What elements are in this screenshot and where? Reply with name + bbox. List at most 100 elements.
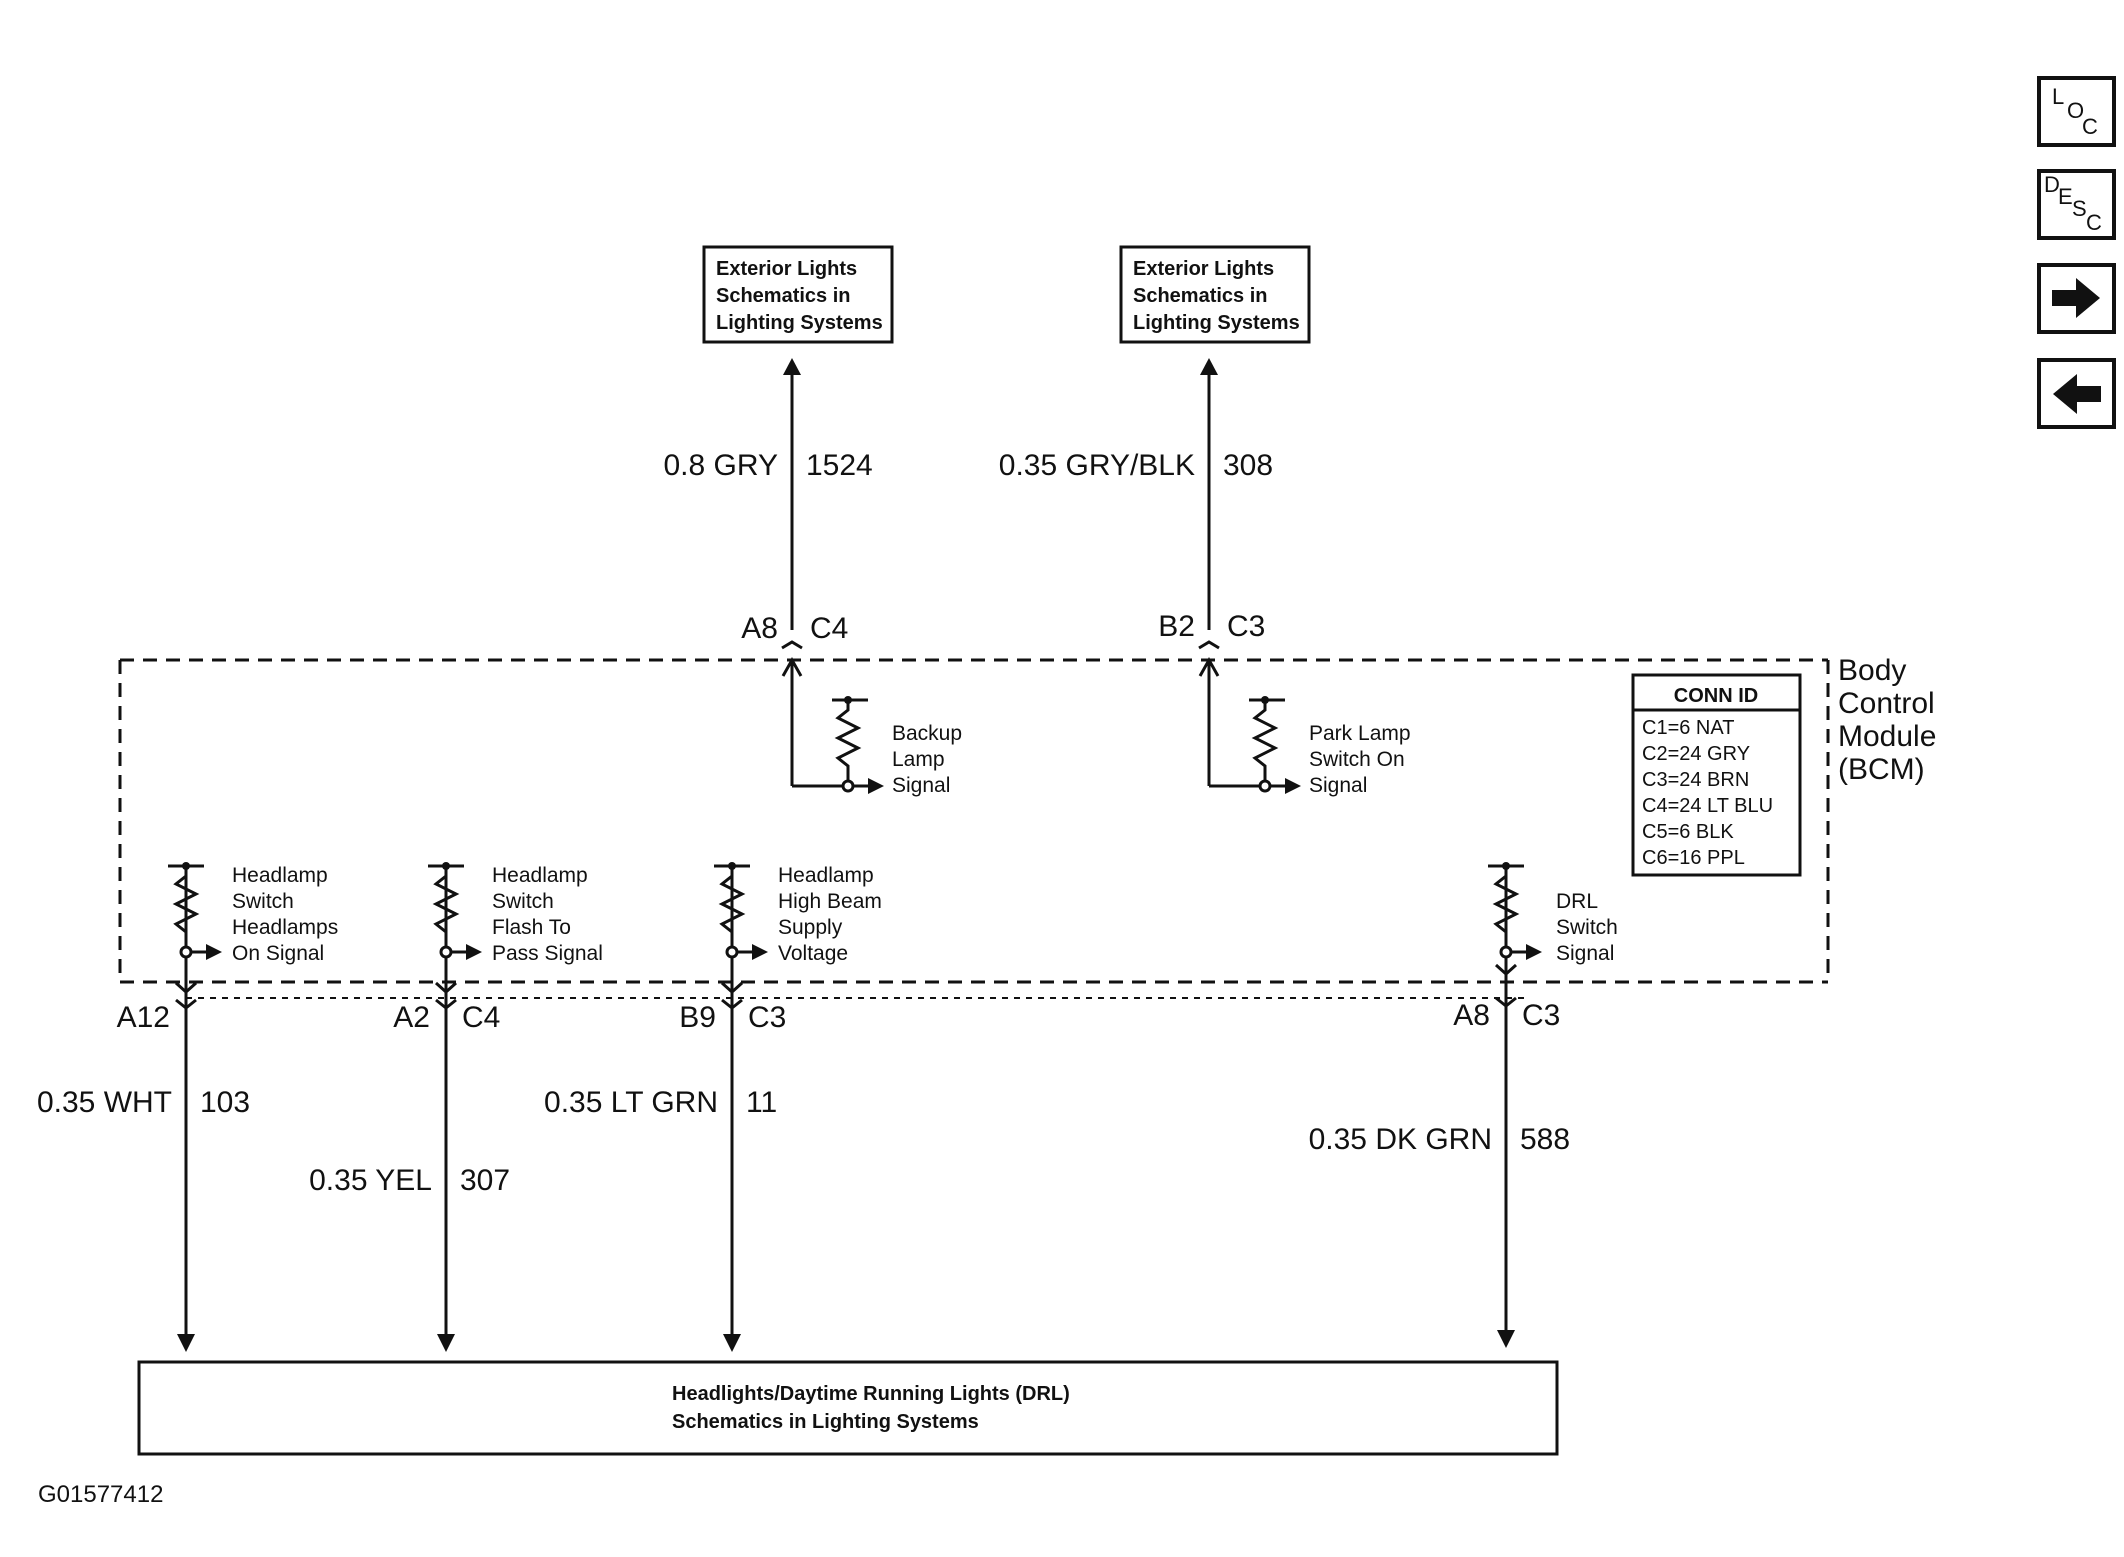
connector-label: C3 [1227,610,1265,643]
wire-flash-to-pass: A2 C4 0.35 YEL 307 [309,866,510,1352]
pin-label: A2 [393,1001,430,1034]
circuit-number: 103 [200,1086,250,1119]
headlamps-on-pullup [168,862,222,960]
conn-id-row: C6=16 PPL [1642,847,1745,869]
pin-label: A8 [741,612,778,645]
box-line: Lighting Systems [1133,312,1300,334]
pin-label: A8 [1453,999,1490,1032]
wire-gauge-color: 0.35 LT GRN [544,1086,718,1119]
wire-gauge-color: 0.35 GRY/BLK [999,449,1195,482]
wire-gauge-color: 0.35 WHT [37,1086,172,1119]
module-name-line: Module [1838,720,1936,753]
drl-switch-pullup [1488,862,1542,960]
signal-line: Switch [492,890,554,913]
headlamps-on-signal-label: Headlamp Switch Headlamps On Signal [232,864,338,965]
conn-id-title: CONN ID [1674,685,1758,707]
box-line: Headlights/Daytime Running Lights (DRL) [672,1383,1070,1405]
signal-line: On Signal [232,942,324,965]
signal-line: DRL [1556,890,1598,913]
high-beam-supply-pullup [714,862,768,960]
connector-label: C4 [462,1001,500,1034]
box-line: Exterior Lights [1133,258,1274,280]
exterior-lights-box-right: Exterior Lights Schematics in Lighting S… [1119,245,1311,344]
wire-high-beam-supply: B9 C3 0.35 LT GRN 11 [544,866,786,1352]
desc-button[interactable]: D E S C [2037,169,2116,240]
signal-line: Park Lamp [1309,722,1411,745]
desc-letter: S [2072,196,2087,221]
backup-lamp-signal-label: Backup Lamp Signal [892,722,962,797]
conn-id-row: C2=24 GRY [1642,743,1750,765]
signal-line: Headlamp [778,864,874,887]
park-lamp-pullup [1249,696,1301,794]
signal-line: Supply [778,916,843,939]
exterior-lights-box-left: Exterior Lights Schematics in Lighting S… [702,245,894,344]
connector-label: C3 [748,1001,786,1034]
connector-label: C3 [1522,999,1560,1032]
wire-park-lamp: 0.35 GRY/BLK 308 B2 C3 [999,358,1277,788]
bcm-module-outline [118,658,1830,999]
pin-label: B9 [679,1001,716,1034]
signal-line: Switch [1556,916,1618,939]
wire-gauge-color: 0.35 YEL [309,1164,432,1197]
conn-id-row: C1=6 NAT [1642,717,1734,739]
circuit-number: 308 [1223,449,1273,482]
circuit-number: 11 [746,1086,777,1119]
circuit-number: 1524 [806,449,873,482]
signal-line: Headlamp [492,864,588,887]
box-line: Schematics in [1133,285,1268,307]
signal-line: Signal [892,774,950,797]
box-line: Exterior Lights [716,258,857,280]
box-line: Schematics in [716,285,851,307]
conn-id-row: C4=24 LT BLU [1642,795,1773,817]
backup-lamp-pullup [832,696,884,794]
signal-line: Flash To [492,916,571,939]
desc-letter: C [2086,210,2102,235]
flash-to-pass-pullup [428,862,482,960]
signal-line: Switch [232,890,294,913]
desc-letter: D [2044,172,2060,197]
previous-button[interactable] [2037,358,2116,429]
box-line: Lighting Systems [716,312,883,334]
drl-switch-signal-label: DRL Switch Signal [1556,890,1618,965]
signal-line: Lamp [892,748,945,771]
signal-line: Signal [1556,942,1614,965]
circuit-number: 307 [460,1164,510,1197]
module-name-line: Control [1838,687,1935,720]
box-line: Schematics in Lighting Systems [672,1411,979,1433]
conn-id-row: C3=24 BRN [1642,769,1749,791]
loc-button[interactable]: L O C [2037,76,2116,147]
signal-line: Headlamps [232,916,338,939]
conn-id-table: CONN ID C1=6 NAT C2=24 GRY C3=24 BRN C4=… [1631,673,1802,877]
signal-line: Switch On [1309,748,1405,771]
wire-gauge-color: 0.8 GRY [663,449,778,482]
figure-id: G01577412 [38,1481,163,1508]
park-lamp-signal-label: Park Lamp Switch On Signal [1309,722,1411,797]
desc-letter: E [2058,184,2073,209]
wire-backup-lamp: 0.8 GRY 1524 A8 C4 [663,358,873,788]
signal-line: Pass Signal [492,942,603,965]
flash-to-pass-signal-label: Headlamp Switch Flash To Pass Signal [492,864,603,965]
module-name-line: Body [1838,654,1906,687]
wire-gauge-color: 0.35 DK GRN [1309,1123,1492,1156]
conn-id-row: C5=6 BLK [1642,821,1734,843]
bcm-name-label: Body Control Module (BCM) [1838,654,1936,786]
loc-letter: L [2052,84,2064,109]
next-button[interactable] [2037,263,2116,334]
signal-line: High Beam [778,890,882,913]
signal-line: Signal [1309,774,1367,797]
circuit-number: 588 [1520,1123,1570,1156]
wire-headlamps-on: A12 0.35 WHT 103 [37,866,250,1352]
pin-label: A12 [117,1001,170,1034]
connector-label: C4 [810,612,848,645]
wire-drl-switch: A8 C3 0.35 DK GRN 588 [1309,866,1570,1348]
signal-line: Headlamp [232,864,328,887]
headlights-drl-box: Headlights/Daytime Running Lights (DRL) … [137,1360,1559,1456]
pin-label: B2 [1158,610,1195,643]
high-beam-supply-signal-label: Headlamp High Beam Supply Voltage [778,864,882,965]
signal-line: Voltage [778,942,848,965]
module-name-line: (BCM) [1838,753,1925,786]
arrow-left-icon [2053,374,2101,414]
loc-letter: O [2067,98,2084,123]
signal-line: Backup [892,722,962,745]
